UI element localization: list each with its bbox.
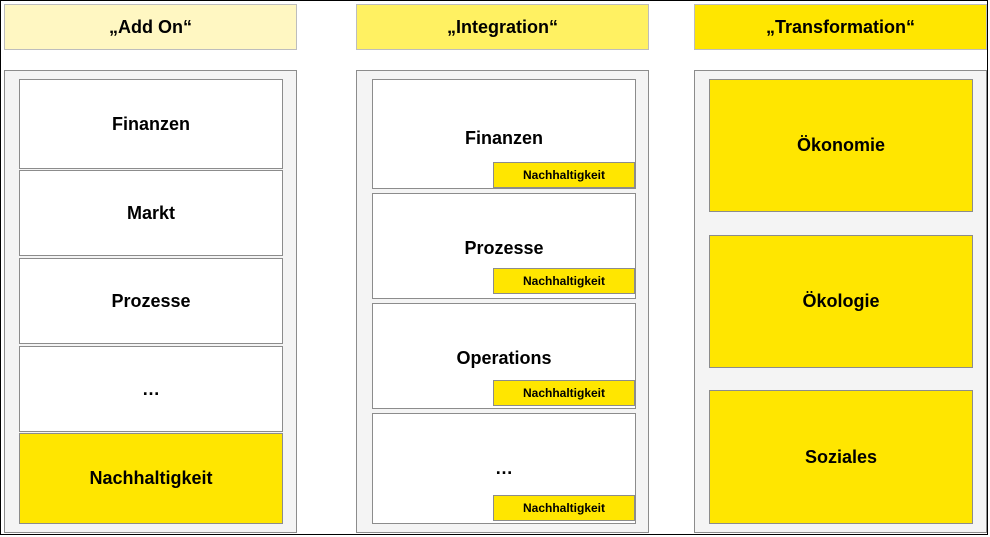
integration-item-finanzen: Finanzen Nachhaltigkeit <box>372 79 636 189</box>
nachhaltigkeit-tag: Nachhaltigkeit <box>493 162 635 188</box>
integration-item-label: Finanzen <box>464 128 543 148</box>
add-on-item-nachhaltigkeit: Nachhaltigkeit <box>19 433 283 524</box>
nachhaltigkeit-tag: Nachhaltigkeit <box>493 268 635 294</box>
header-add-on: „Add On“ <box>4 4 297 50</box>
nachhaltigkeit-tag: Nachhaltigkeit <box>493 380 635 406</box>
integration-item-label: … <box>495 458 513 478</box>
transformation-item-soziales: Soziales <box>709 390 973 524</box>
add-on-item-prozesse: Prozesse <box>19 258 283 344</box>
panel-integration: Finanzen Nachhaltigkeit Prozesse Nachhal… <box>356 70 649 533</box>
transformation-item-oekologie: Ökologie <box>709 235 973 368</box>
integration-item-ellipsis: … Nachhaltigkeit <box>372 413 636 524</box>
add-on-item-markt: Markt <box>19 170 283 256</box>
add-on-item-finanzen: Finanzen <box>19 79 283 169</box>
nachhaltigkeit-tag: Nachhaltigkeit <box>493 495 635 521</box>
panel-add-on: Finanzen Markt Prozesse … Nachhaltigkeit <box>4 70 297 533</box>
integration-item-prozesse: Prozesse Nachhaltigkeit <box>372 193 636 299</box>
integration-item-label: Prozesse <box>464 238 544 258</box>
transformation-item-oekonomie: Ökonomie <box>709 79 973 212</box>
header-integration: „Integration“ <box>356 4 649 50</box>
header-transformation: „Transformation“ <box>694 4 987 50</box>
add-on-item-ellipsis: … <box>19 346 283 432</box>
integration-item-label: Operations <box>456 348 552 368</box>
integration-item-operations: Operations Nachhaltigkeit <box>372 303 636 409</box>
panel-transformation: Ökonomie Ökologie Soziales <box>694 70 987 533</box>
